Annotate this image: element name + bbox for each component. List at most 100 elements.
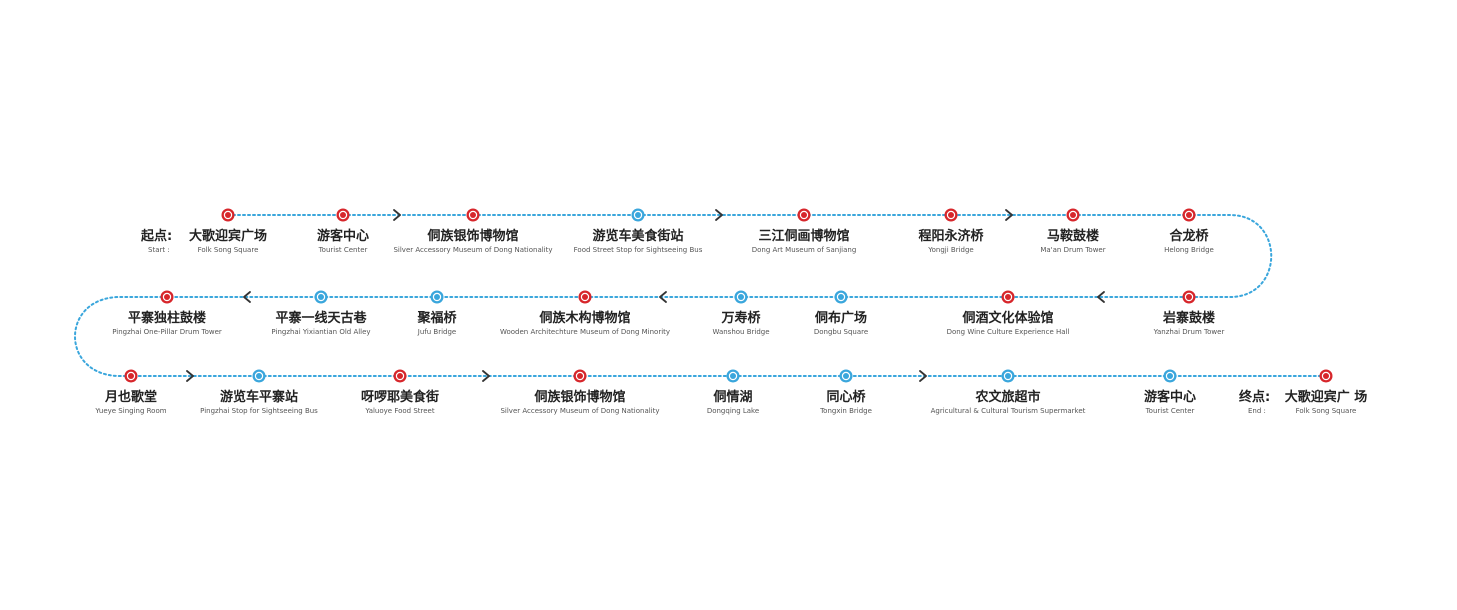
route-stops xyxy=(124,208,1333,383)
stop-label: 侗酒文化体验馆 Dong Wine Culture Experience Hall xyxy=(947,311,1070,337)
stop-marker xyxy=(393,369,407,383)
direction-arrow-icon xyxy=(1005,209,1013,221)
stop-marker xyxy=(631,208,645,222)
stop-marker-dot xyxy=(1070,212,1076,218)
stop-marker xyxy=(726,369,740,383)
stop-name-en: Yaluoye Food Street xyxy=(365,407,435,415)
direction-arrow-icon xyxy=(186,370,194,382)
stop-marker xyxy=(221,208,235,222)
stop-name-en: Jufu Bridge xyxy=(417,328,457,336)
direction-arrow-icon xyxy=(1097,291,1105,303)
stop-marker-dot xyxy=(256,373,262,379)
direction-arrow-icon xyxy=(659,291,667,303)
stop-marker xyxy=(466,208,480,222)
stop-name-en: Yongji Bridge xyxy=(928,246,974,254)
stop-marker xyxy=(797,208,811,222)
stop-marker xyxy=(252,369,266,383)
stop-name-zh: 聚福桥 xyxy=(417,311,457,326)
stop-name-en: Tourist Center xyxy=(1145,407,1195,415)
stop-marker-dot xyxy=(1005,373,1011,379)
stop-marker xyxy=(1182,208,1196,222)
stop-name-zh: 三江侗画博物馆 xyxy=(758,229,850,244)
stop-name-en: Dongbu Square xyxy=(813,328,869,336)
stop-name-zh: 侗情湖 xyxy=(713,390,753,405)
stop-name-en: Pingzhai Stop for Sightseeing Bus xyxy=(200,407,318,415)
stop-marker xyxy=(160,290,174,304)
stop-name-zh: 合龙桥 xyxy=(1169,229,1209,244)
stop-name-en: Pingzhai Yixiantian Old Alley xyxy=(271,328,371,336)
direction-arrow-icon xyxy=(715,209,723,221)
stop-marker-dot xyxy=(1186,294,1192,300)
stop-name-zh: 月也歌堂 xyxy=(104,390,157,405)
route-lines xyxy=(74,214,1327,377)
stop-name-zh: 岩寨鼓楼 xyxy=(1162,311,1216,326)
stop-marker xyxy=(1066,208,1080,222)
stop-name-zh: 游览车美食街站 xyxy=(592,229,684,244)
stop-name-zh: 农文旅超市 xyxy=(975,390,1041,405)
start-tag-zh: 起点: xyxy=(141,229,173,244)
stop-marker-dot xyxy=(340,212,346,218)
route-arrows xyxy=(186,209,1105,382)
stop-marker xyxy=(430,290,444,304)
stop-marker-dot xyxy=(582,294,588,300)
stop-name-en: Folk Song Square xyxy=(197,246,259,254)
stop-name-en: Silver Accessory Museum of Dong National… xyxy=(393,246,553,254)
stop-marker xyxy=(839,369,853,383)
stop-marker-dot xyxy=(801,212,807,218)
stop-label: 游客中心 Tourist Center xyxy=(317,229,369,255)
stop-marker-dot xyxy=(434,294,440,300)
stop-name-zh: 游览车平寨站 xyxy=(219,390,299,405)
stop-label: 游览车平寨站 Pingzhai Stop for Sightseeing Bus xyxy=(200,390,318,416)
stop-marker-dot xyxy=(318,294,324,300)
stop-name-zh: 侗酒文化体验馆 xyxy=(962,311,1054,326)
stop-marker xyxy=(1163,369,1177,383)
stop-name-zh: 马鞍鼓楼 xyxy=(1046,229,1100,244)
stop-marker-dot xyxy=(838,294,844,300)
stop-name-zh: 游客中心 xyxy=(316,229,370,244)
stop-label: 平寨一线天古巷 Pingzhai Yixiantian Old Alley xyxy=(271,311,370,337)
stop-marker-dot xyxy=(1186,212,1192,218)
stop-name-zh: 平寨独柱鼓楼 xyxy=(127,311,207,326)
stop-name-en: Wanshou Bridge xyxy=(712,328,770,336)
stop-name-en: Dong Art Museum of Sanjiang xyxy=(751,246,857,254)
stop-marker xyxy=(944,208,958,222)
stop-name-en: Pingzhai One-Pillar Drum Tower xyxy=(112,328,222,336)
stop-marker-dot xyxy=(948,212,954,218)
stop-marker xyxy=(1001,369,1015,383)
stop-marker xyxy=(734,290,748,304)
stop-marker xyxy=(314,290,328,304)
stop-name-zh: 同心桥 xyxy=(826,390,866,405)
stop-marker-dot xyxy=(470,212,476,218)
stop-name-en: Tourist Center xyxy=(318,246,368,254)
stop-marker xyxy=(1319,369,1333,383)
stop-marker-dot xyxy=(1005,294,1011,300)
stop-marker-dot xyxy=(738,294,744,300)
stop-name-en: Wooden Architechture Museum of Dong Mino… xyxy=(499,328,671,336)
stop-name-zh: 程阳永济桥 xyxy=(918,229,984,244)
direction-arrow-icon xyxy=(919,370,927,382)
stop-marker xyxy=(124,369,138,383)
stop-name-zh: 平寨一线天古巷 xyxy=(275,311,367,326)
stop-marker xyxy=(573,369,587,383)
stop-label: 三江侗画博物馆 Dong Art Museum of Sanjiang xyxy=(752,229,857,255)
stop-label: 程阳永济桥 Yongji Bridge xyxy=(918,229,983,255)
stop-name-zh: 侗布广场 xyxy=(814,311,867,326)
end-tag-zh: 终点: xyxy=(1239,390,1271,405)
stop-name-en: Dong Wine Culture Experience Hall xyxy=(946,328,1070,336)
stop-marker-dot xyxy=(1323,373,1329,379)
stop-marker xyxy=(336,208,350,222)
stop-marker-dot xyxy=(577,373,583,379)
start-tag: 起点: Start : xyxy=(141,229,172,255)
